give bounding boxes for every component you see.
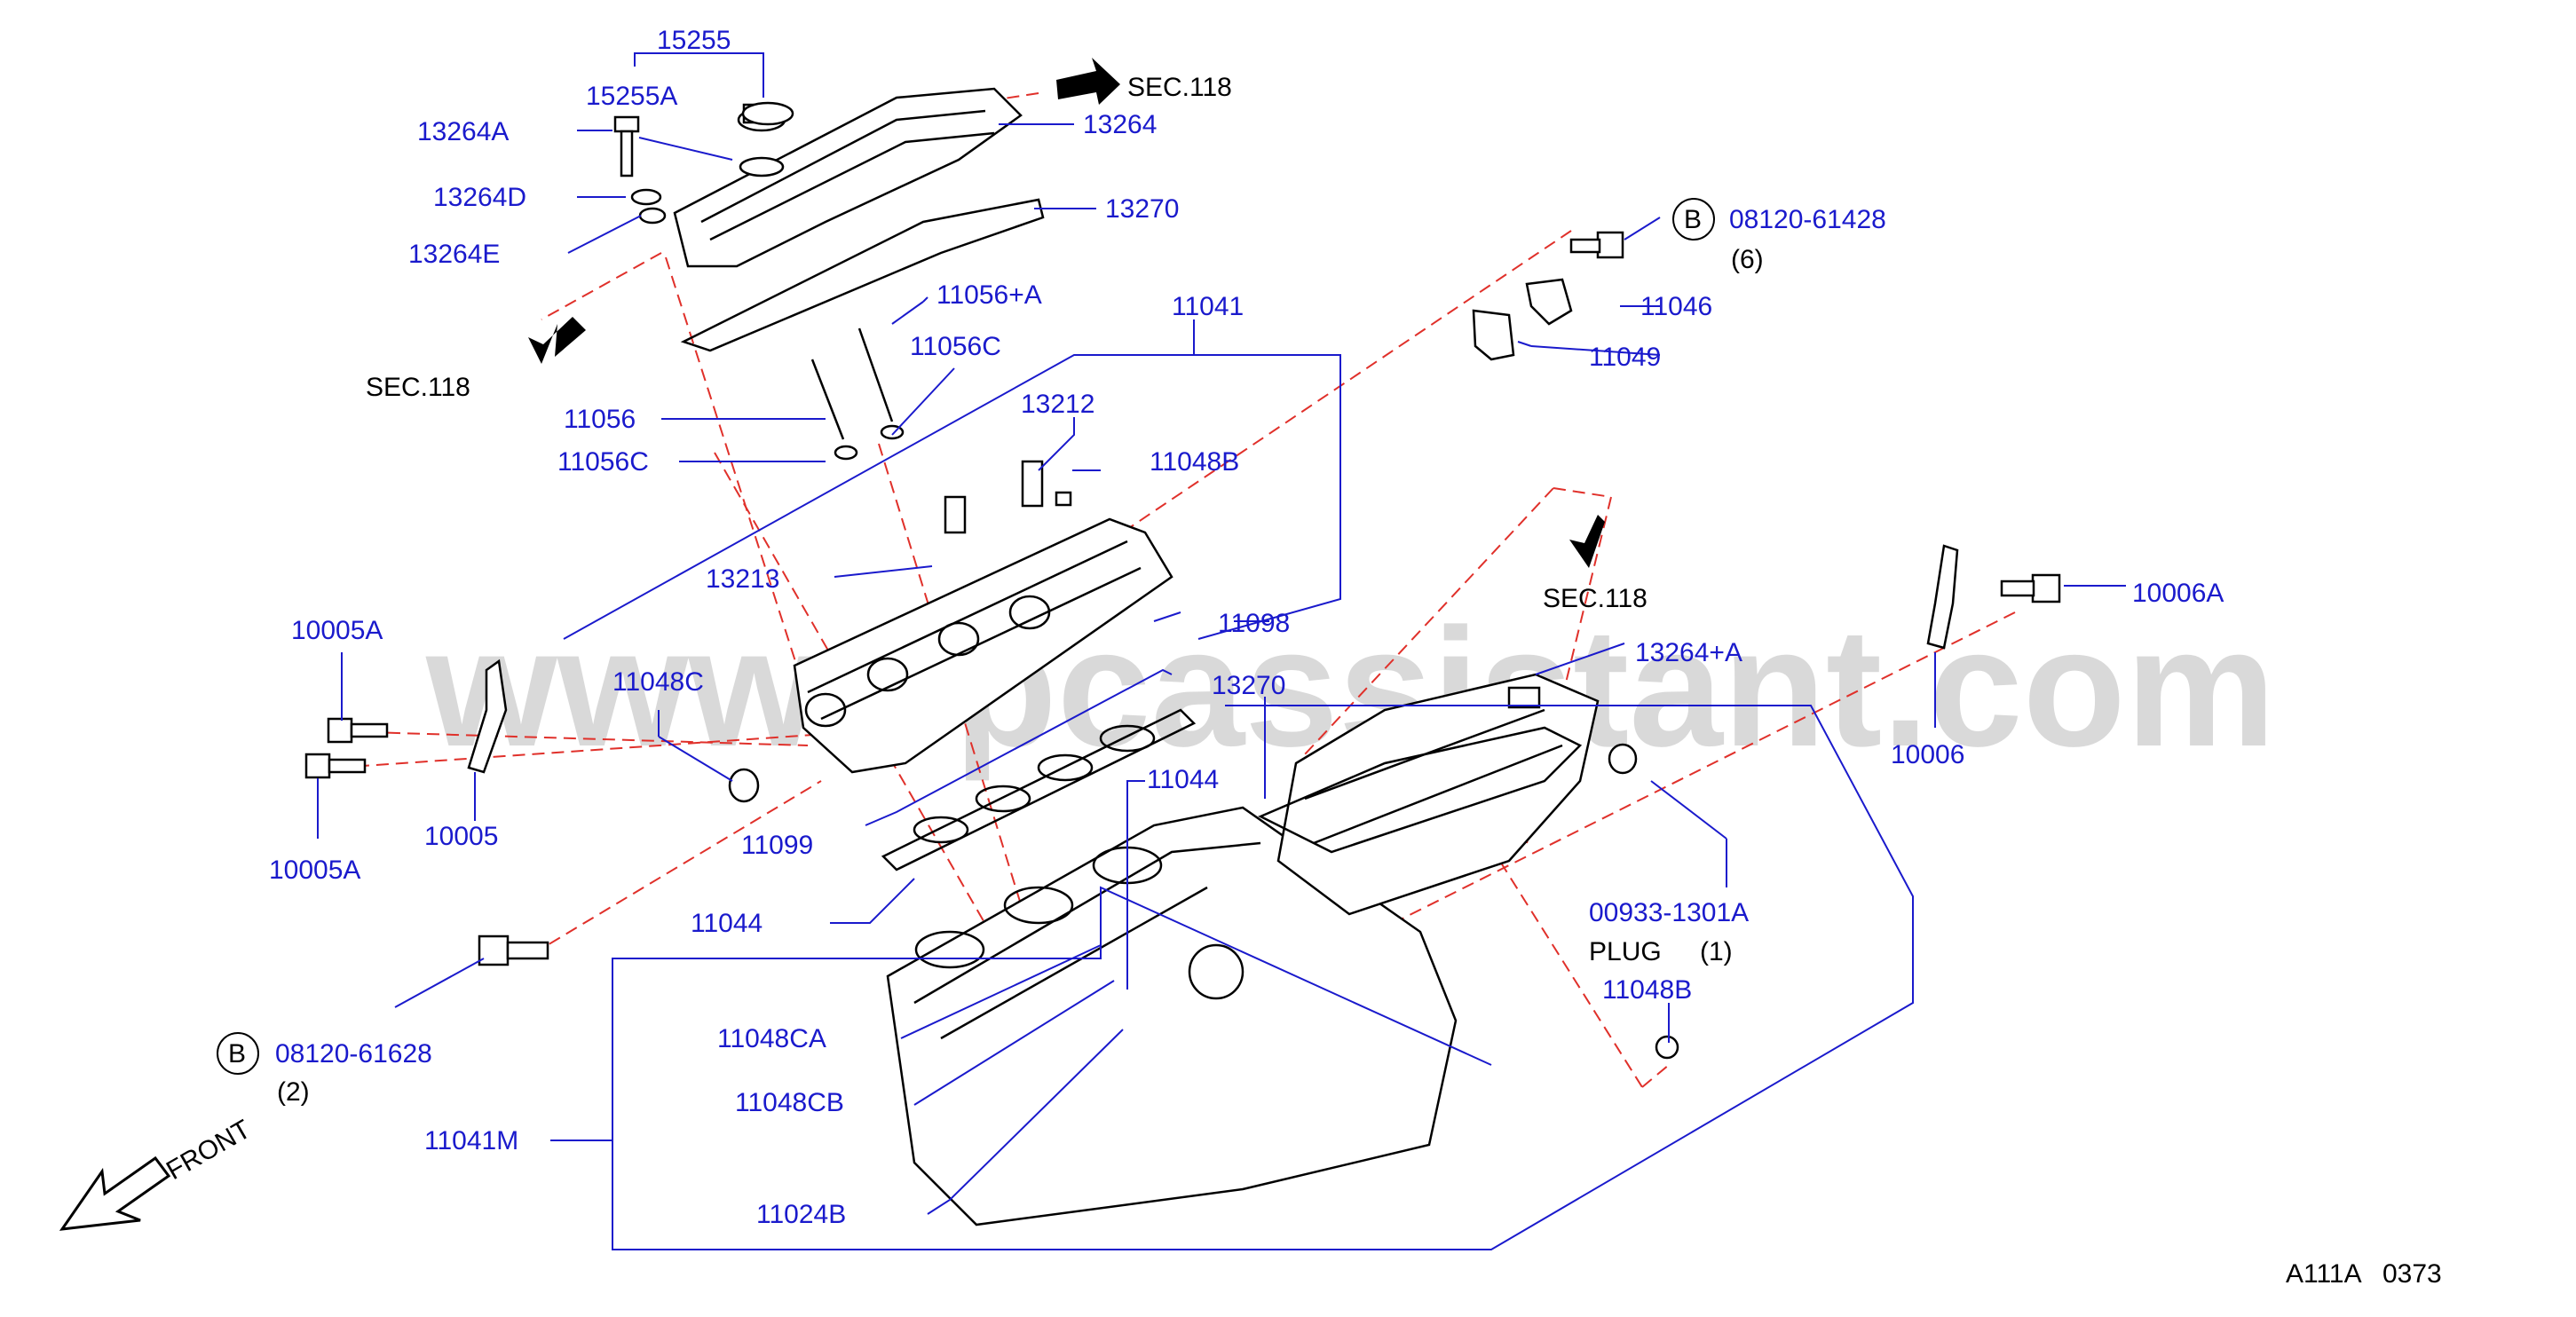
- part-label-11099[interactable]: 11099: [741, 831, 813, 860]
- sec-arrow-icon-right: [1569, 515, 1605, 568]
- part-label-13264A[interactable]: 13264A: [417, 117, 509, 146]
- bolt-ref-bottom[interactable]: B 08120-61628 (2): [217, 1032, 432, 1107]
- bolt-symbol-circle: [1672, 198, 1715, 241]
- part-label-13264pA[interactable]: 13264+A: [1635, 638, 1742, 667]
- part-label-11056C-top[interactable]: 11056C: [910, 332, 1001, 361]
- part-label-11056A[interactable]: 11056+A: [936, 280, 1042, 310]
- part-label-10006[interactable]: 10006: [1891, 740, 1964, 769]
- bracket-10006: [1926, 544, 1959, 650]
- sec-arrow-icon-left: [528, 317, 586, 364]
- part-label-11048CB[interactable]: 11048CB: [735, 1088, 844, 1117]
- part-label-10005[interactable]: 10005: [424, 822, 498, 851]
- bolt-symbol-circle: [217, 1032, 259, 1075]
- part-label-13270-top[interactable]: 13270: [1105, 194, 1179, 224]
- part-label-11046[interactable]: 11046: [1640, 292, 1712, 321]
- bolt-qty-6: (6): [1731, 245, 1764, 274]
- part-label-11041[interactable]: 11041: [1172, 292, 1244, 321]
- part-label-11098[interactable]: 11098: [1218, 609, 1290, 638]
- bolt-symbol-letter: B: [228, 1039, 246, 1069]
- bolt-10006A: [2000, 573, 2061, 603]
- part-label-15255A[interactable]: 15255A: [586, 82, 677, 111]
- part-label-13270-mid[interactable]: 13270: [1212, 671, 1285, 700]
- bracket-11046-11049: [1472, 278, 1573, 361]
- front-arrow-icon: [59, 1155, 171, 1231]
- bracket-10005: [467, 658, 508, 774]
- part-label-11024B[interactable]: 11024B: [756, 1200, 846, 1229]
- rocker-cover-gasket-upper: [680, 198, 1045, 352]
- part-label-15255[interactable]: 15255: [657, 26, 731, 55]
- part-label-10006A[interactable]: 10006A: [2132, 579, 2224, 608]
- front-label: FRONT: [162, 1115, 256, 1186]
- sec-118-ref-top[interactable]: SEC.118: [1127, 73, 1232, 102]
- rocker-cover-upper: [673, 87, 1023, 268]
- part-label-11056C[interactable]: 11056C: [557, 447, 649, 477]
- part-label-11049[interactable]: 11049: [1589, 343, 1661, 372]
- part-label-13212[interactable]: 13212: [1021, 390, 1094, 419]
- part-label-11048CA[interactable]: 11048CA: [717, 1024, 826, 1053]
- part-label-10005A-top[interactable]: 10005A: [291, 616, 383, 645]
- plug-00933-1301A: [1608, 743, 1679, 1060]
- part-label-11044-low[interactable]: 11044: [691, 909, 763, 938]
- part-label-11044-mid[interactable]: 11044: [1147, 765, 1219, 794]
- bolt-part-08120-61628[interactable]: 08120-61628: [275, 1039, 432, 1069]
- diagram-code: A111A 0373: [2286, 1259, 2442, 1289]
- leader-lines: [317, 52, 2126, 1250]
- sec-118-ref-left[interactable]: SEC.118: [366, 373, 470, 402]
- part-label-13264E[interactable]: 13264E: [408, 240, 500, 269]
- part-label-13213[interactable]: 13213: [706, 564, 779, 594]
- plug-qty: (1): [1700, 937, 1733, 966]
- part-label-11048C[interactable]: 11048C: [612, 667, 704, 697]
- part-label-11056[interactable]: 11056: [564, 405, 636, 434]
- sec-118-ref-right[interactable]: SEC.118: [1543, 584, 1648, 613]
- oil-filler-cap: [741, 101, 794, 126]
- head-gasket: [881, 708, 1197, 871]
- camshafts-and-shafts: [810, 327, 1072, 534]
- part-label-13264D[interactable]: 13264D: [433, 183, 526, 212]
- part-label-11048B-low[interactable]: 11048B: [1602, 975, 1692, 1005]
- bolt-08120-61428: [1569, 231, 1624, 259]
- bolt-ref-top[interactable]: B 08120-61428 (6): [1672, 198, 1886, 274]
- part-label-00933-1301A[interactable]: 00933-1301A: [1589, 898, 1749, 927]
- bolt-qty-2: (2): [277, 1077, 310, 1107]
- part-label-10005A-bottom[interactable]: 10005A: [269, 856, 360, 885]
- part-label-11041M[interactable]: 11041M: [424, 1126, 518, 1155]
- part-label-11048B-top[interactable]: 11048B: [1150, 447, 1239, 477]
- plug-label: PLUG: [1589, 937, 1662, 966]
- bolts-10005A: [304, 717, 389, 779]
- rocker-cover-gasket-lower: [1258, 726, 1583, 854]
- bolt-part-08120-61428[interactable]: 08120-61428: [1729, 205, 1886, 234]
- bolt-13264A: [613, 115, 667, 225]
- part-label-13264[interactable]: 13264: [1083, 110, 1157, 139]
- bolt-symbol-letter: B: [1684, 205, 1702, 234]
- cylinder-head: [793, 517, 1173, 774]
- plug-11048C: [728, 768, 760, 803]
- sec-arrow-icon-top: [1056, 58, 1120, 105]
- bolt-08120-61628: [478, 935, 549, 966]
